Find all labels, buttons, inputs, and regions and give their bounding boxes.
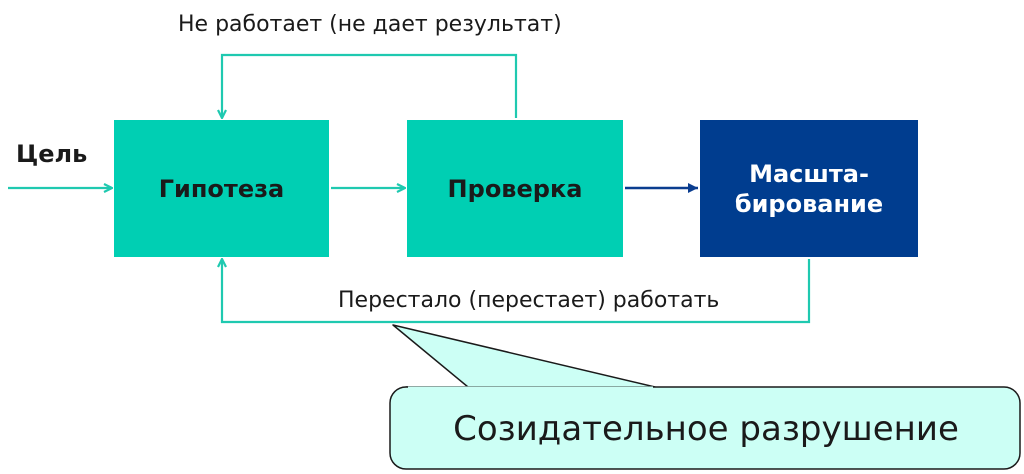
- goal-label: Цель: [16, 140, 88, 168]
- top-loop-label: Не работает (не дает результат): [178, 12, 562, 37]
- scaling-label-line1: Масшта-: [749, 159, 869, 188]
- scaling-label-line2: бирование: [734, 189, 884, 218]
- bottom-feedback-loop: [222, 259, 811, 324]
- callout-balloon: [392, 324, 656, 388]
- hypothesis-label: Гипотеза: [158, 174, 285, 203]
- hypothesis-box: Гипотеза: [114, 120, 329, 257]
- test-box: Проверка: [407, 120, 623, 257]
- top-feedback-loop: [222, 53, 518, 118]
- scaling-box: Масшта- бирование: [700, 120, 918, 257]
- test-label: Проверка: [447, 174, 583, 203]
- callout-text: Созидательное разрушение: [453, 409, 959, 449]
- callout-box: [389, 386, 1021, 470]
- bottom-loop-label: Перестало (перестает) работать: [338, 288, 720, 313]
